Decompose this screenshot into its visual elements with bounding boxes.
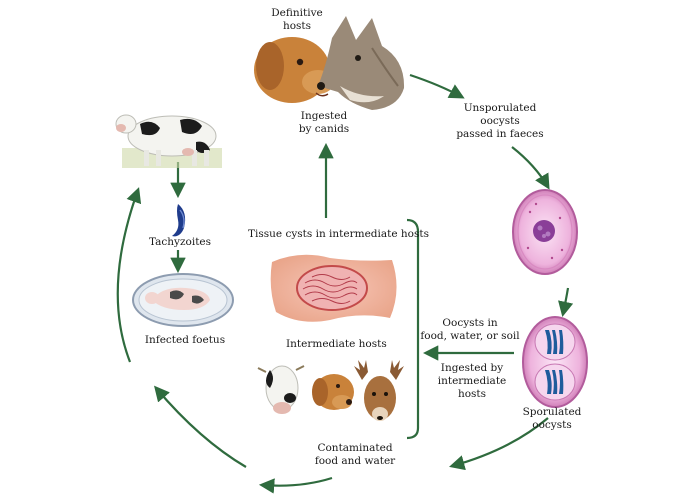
cow-icon (257, 365, 305, 414)
cow-icon (115, 114, 222, 168)
tachyzoite-icon (172, 204, 186, 237)
tissue-cysts-label: Tissue cysts in intermediate hosts (248, 228, 429, 240)
sporulated-oocyst-icon (522, 316, 588, 408)
foetus-icon (132, 273, 234, 327)
tachyzoites-label: Tachyzoites (148, 236, 212, 248)
arrow-faeces-to-unsporulated (511, 146, 550, 190)
dog-icon (312, 374, 354, 410)
arrow-hosts-to-faeces (409, 73, 465, 99)
dog-icon (254, 37, 335, 103)
arrow-bottom-left-curve (154, 385, 247, 468)
cycle-arrows (116, 73, 574, 494)
unsporulated-oocyst-icon (512, 189, 578, 275)
intermediate-hosts-label: Intermediate hosts (286, 338, 387, 350)
intermediate-hosts-bracket (406, 218, 420, 440)
tissue-cyst-icon (270, 254, 397, 322)
deer-icon (354, 360, 404, 421)
arrow-unsporulated-to-sporulated (558, 287, 574, 318)
arrow-sporulated-to-contaminated (449, 417, 549, 471)
coyote-icon (317, 16, 405, 110)
infected-foetus-label: Infected foetus (144, 334, 226, 346)
arrow-left-up-to-cow (116, 187, 142, 363)
arrow-contaminated-to-left (258, 476, 333, 494)
